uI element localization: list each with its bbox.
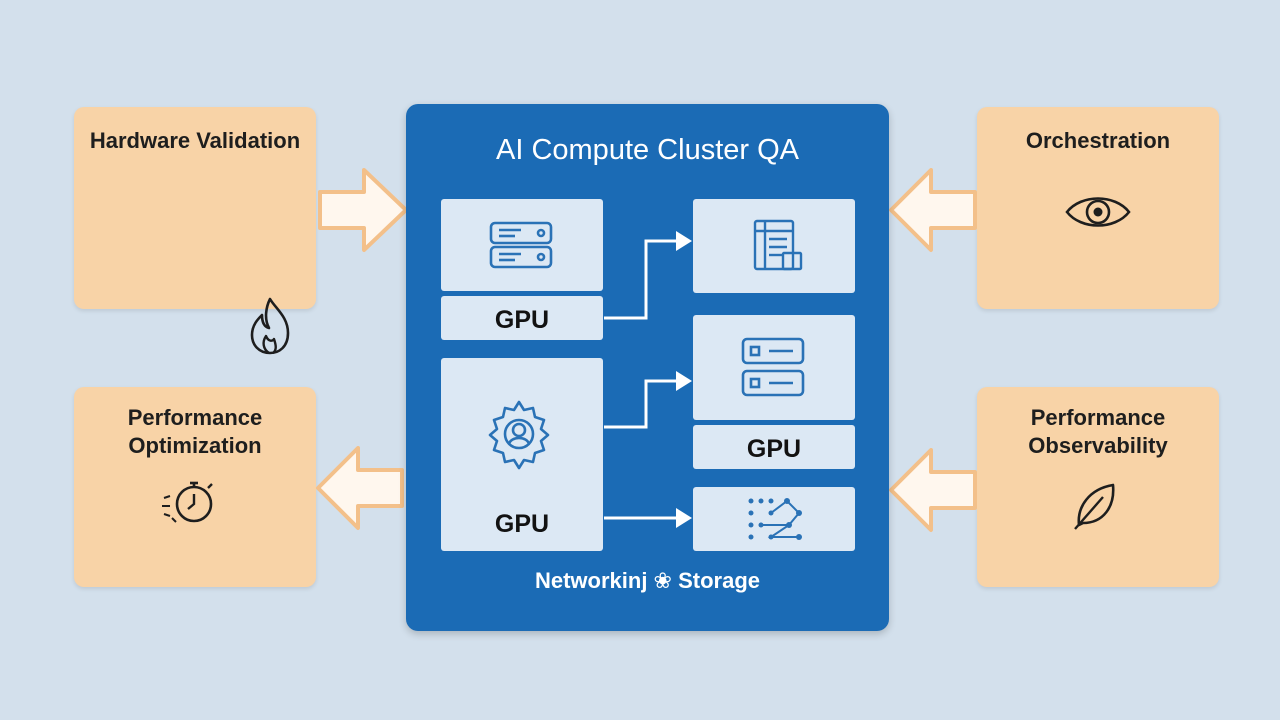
analytics-node: [693, 487, 855, 551]
flame-icon: [250, 297, 290, 355]
performance-observability-title-line1: Performance: [1030, 405, 1166, 430]
orchestration-title: Orchestration: [1025, 128, 1171, 153]
compute-cluster-panel: AI Compute Cluster QA GPU: [406, 104, 889, 631]
dashboard-node: [693, 199, 855, 293]
performance-optimization-box: Performance Optimization: [74, 387, 316, 587]
performance-optimization-title-line1: Performance: [127, 405, 263, 430]
cluster-title: AI Compute Cluster QA: [496, 134, 799, 166]
gpu-label-3: GPU: [746, 435, 802, 463]
stopwatch-icon: [162, 481, 213, 523]
gpu-label-2: GPU: [494, 510, 550, 538]
arrow-cluster-to-optimization: [316, 446, 404, 530]
hardware-validation-title: Hardware Validation: [89, 128, 301, 153]
arrow-orchestration-to-cluster: [889, 168, 977, 252]
cluster-connectors: [604, 231, 692, 528]
cluster-footer-label: Networkinj ❀ Storage: [534, 568, 761, 593]
network-graph-icon: [748, 498, 802, 540]
leaf-icon: [1074, 483, 1115, 530]
server-node-2: [693, 315, 855, 420]
arrow-hardware-to-cluster: [318, 168, 408, 252]
server-icon: [489, 221, 553, 269]
gpu-label-1: GPU: [494, 306, 550, 334]
orchestration-box: Orchestration: [977, 107, 1219, 309]
gear-icon: [488, 400, 550, 470]
performance-optimization-title-line2: Optimization: [128, 433, 262, 458]
hardware-validation-box: Hardware Validation: [74, 107, 316, 355]
gpu-node-1: GPU: [441, 296, 603, 340]
arrow-observability-to-cluster: [889, 448, 977, 532]
server-node-1: [441, 199, 603, 291]
gpu-node-3: GPU: [693, 425, 855, 469]
eye-icon: [1065, 197, 1131, 227]
performance-observability-box: Performance Observability: [977, 387, 1219, 587]
performance-observability-title-line2: Observability: [1028, 433, 1168, 458]
document-panel-icon: [753, 219, 803, 271]
gpu-node-2: GPU: [441, 358, 603, 551]
server-rack-icon: [741, 337, 805, 397]
